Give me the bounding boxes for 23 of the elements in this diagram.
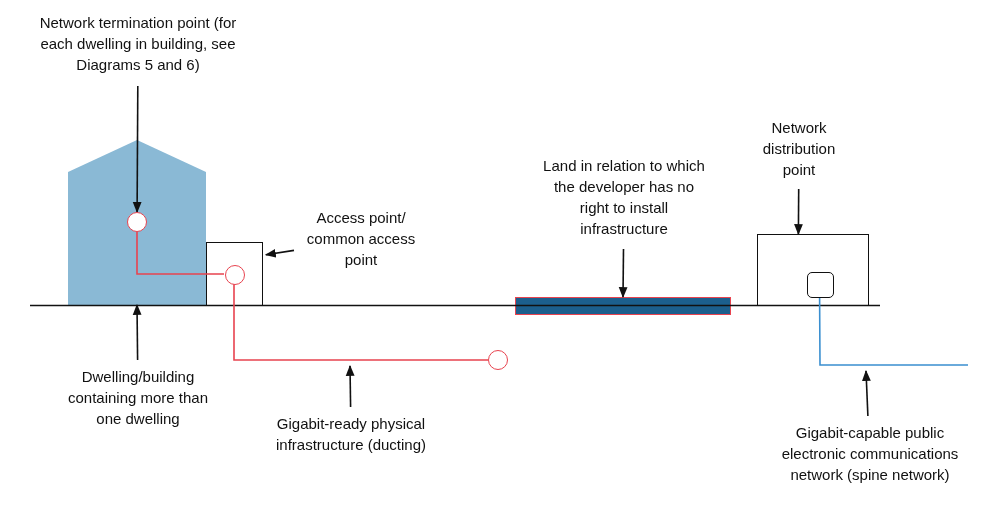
spine-network-line [818,296,969,366]
callout-label: Land in relation to which the developer has no right to install infrastructure [540,155,708,243]
distribution-point-box [757,234,869,306]
leader-arrow [618,248,628,299]
duct-end-circle [488,350,508,370]
duct-line [136,231,225,275]
callout-label: Network distribution point [752,117,846,183]
leader-arrow [264,248,295,258]
callout-label: Gigabit-capable public electronic communications network (spine network) [774,422,966,510]
leader-arrow [862,369,871,417]
leader-arrow [132,85,142,214]
access-point-circle [225,265,245,285]
callout-label: Gigabit-ready physical infrastructure (ducting) [258,413,444,457]
leader-arrow [132,303,142,361]
socket-box [807,272,834,298]
building-drawing [68,140,206,305]
callout-label: Access point/ common access point [300,207,422,273]
leader-arrow [794,188,803,236]
callout-label: Dwelling/building containing more than one dwelling [58,366,218,432]
duct-line [233,283,489,361]
access-point-box [206,242,263,306]
callout-label: Network termination point (for each dwelling in building, see Diagrams 5 and 6) [22,12,254,80]
leader-arrow [345,364,355,408]
